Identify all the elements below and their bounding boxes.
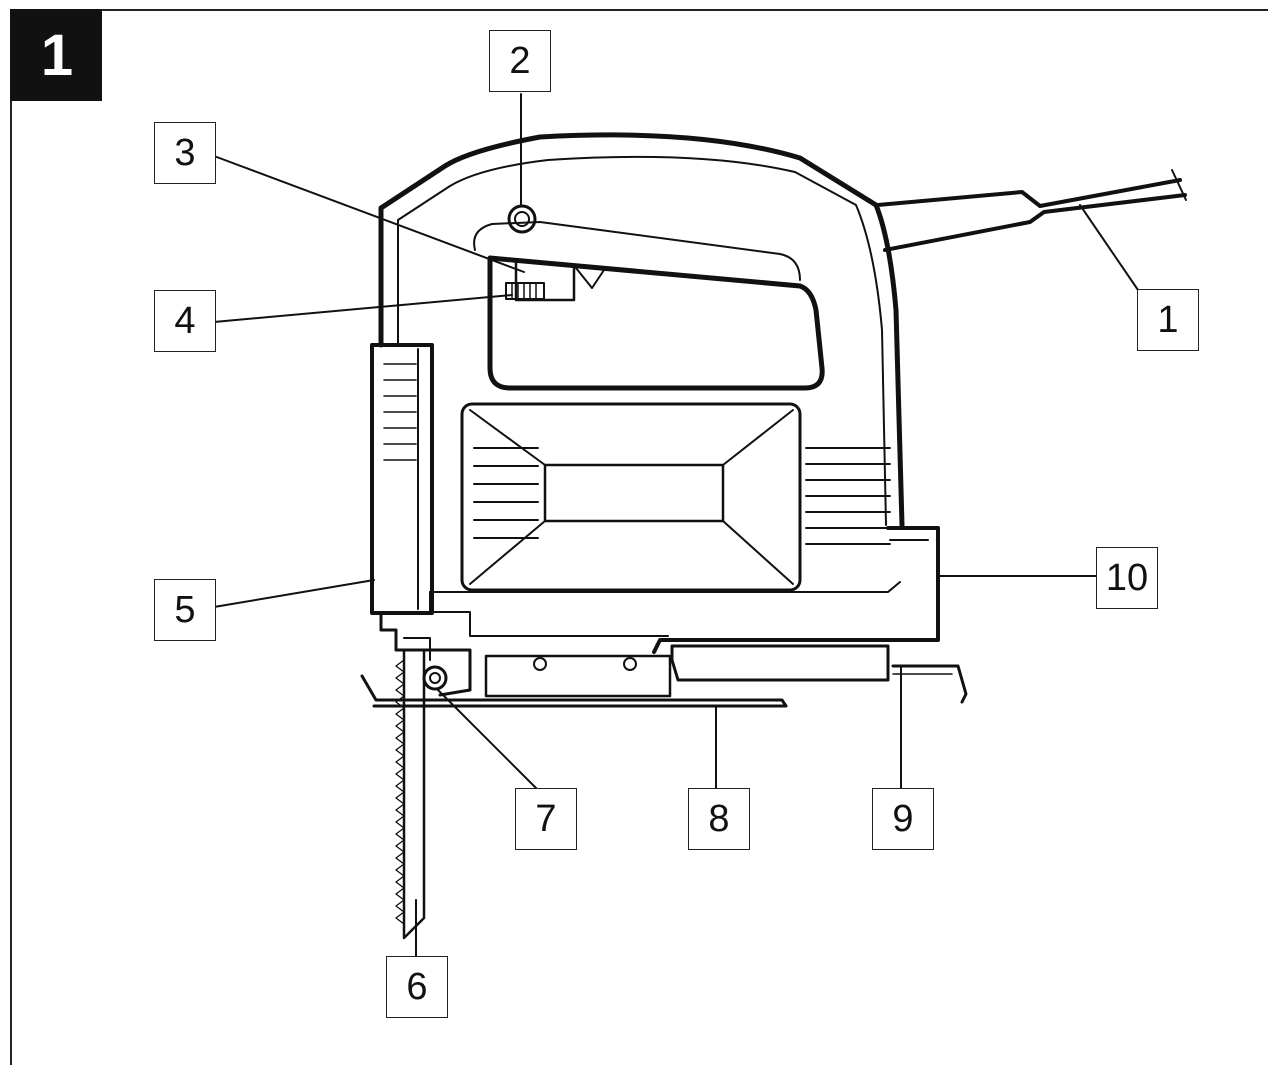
figure-frame — [10, 9, 1268, 1065]
dust-extraction-adapter — [429, 526, 940, 654]
callout-6: 6 — [386, 956, 448, 1018]
callout-9: 9 — [872, 788, 934, 850]
saw-blade — [395, 648, 426, 940]
callout-7: 7 — [515, 788, 577, 850]
leader-lines — [213, 93, 1139, 957]
figure-number-badge: 1 — [10, 9, 102, 101]
blade-clamp — [379, 611, 472, 697]
callout-4: 4 — [154, 290, 216, 352]
callout-2: 2 — [489, 30, 551, 92]
leader-line-1 — [1079, 204, 1139, 291]
callout-10: 10 — [1096, 547, 1158, 609]
callout-8: 8 — [688, 788, 750, 850]
jigsaw-body — [378, 132, 905, 593]
handle-opening — [473, 221, 825, 391]
power-cord — [876, 169, 1187, 252]
callout-1: 1 — [1137, 289, 1199, 351]
leader-line-5 — [213, 579, 375, 608]
motor-vent-panel — [460, 402, 891, 592]
blade-guard — [370, 343, 434, 615]
callout-3: 3 — [154, 122, 216, 184]
lock-on-button — [507, 204, 537, 234]
callout-5: 5 — [154, 579, 216, 641]
leader-line-3 — [213, 155, 525, 273]
speed-control-wheel — [505, 282, 545, 300]
trigger-switch — [514, 259, 605, 302]
leader-line-4 — [213, 294, 513, 323]
leader-line-7 — [437, 689, 539, 791]
parallel-guide — [891, 664, 968, 704]
base-plate — [360, 644, 890, 708]
